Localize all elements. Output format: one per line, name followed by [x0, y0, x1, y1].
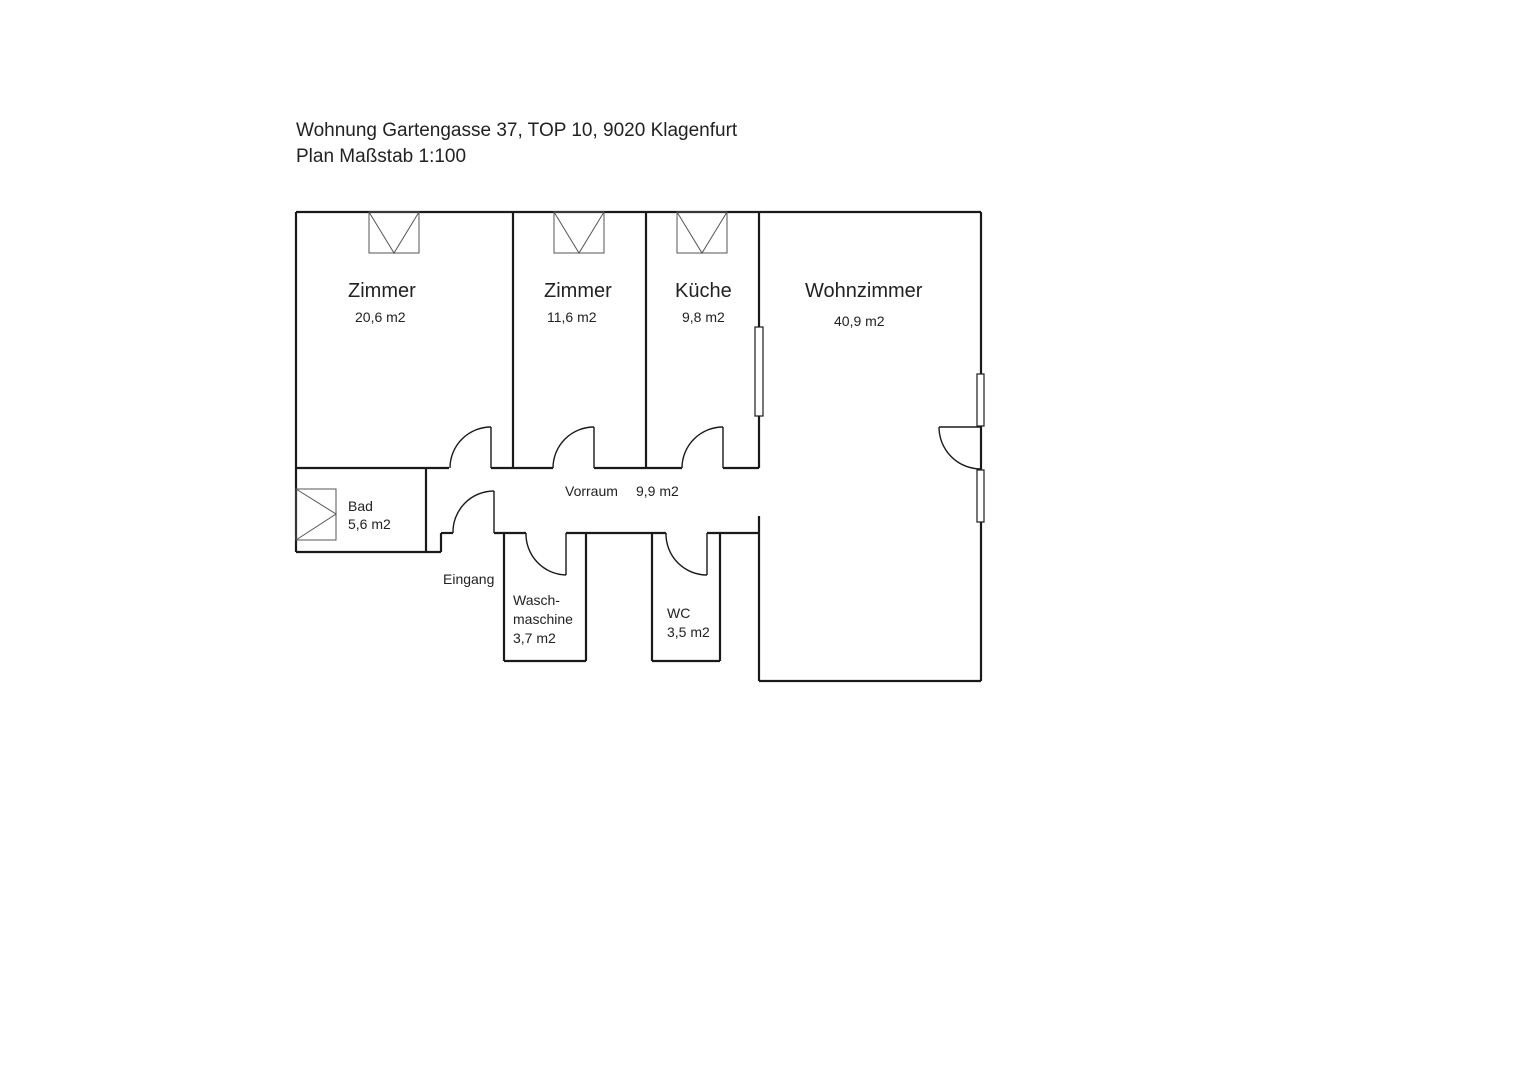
plan-address: Wohnung Gartengasse 37, TOP 10, 9020 Kla…: [296, 120, 738, 141]
plan-scale: Plan Maßstab 1:100: [296, 146, 467, 167]
room-kueche-name: Küche: [675, 280, 732, 302]
room-bad-area: 5,6 m2: [348, 516, 391, 532]
room-wc-area: 3,5 m2: [667, 624, 710, 640]
wall-windows: [754, 326, 985, 523]
room-zimmer-2-name: Zimmer: [544, 280, 612, 302]
room-kueche-area: 9,8 m2: [682, 309, 725, 325]
room-wc-name: WC: [667, 605, 691, 621]
room-zimmer-1-area: 20,6 m2: [355, 309, 406, 325]
room-waschmaschine-name-2: maschine: [513, 611, 573, 627]
room-vorraum-name: Vorraum: [565, 483, 618, 499]
room-zimmer-2-area: 11,6 m2: [547, 309, 597, 325]
entrance-label: Eingang: [443, 571, 495, 587]
roof-windows: [295, 211, 728, 541]
doors: [449, 426, 982, 576]
room-waschmaschine-area: 3,7 m2: [513, 630, 556, 646]
room-wohnzimmer-name: Wohnzimmer: [805, 280, 923, 302]
room-bad-name: Bad: [348, 498, 373, 514]
plan-title: Wohnung Gartengasse 37, TOP 10, 9020 Kla…: [296, 118, 737, 170]
walls: [294, 210, 983, 683]
room-waschmaschine-name-1: Wasch-: [513, 592, 560, 608]
room-zimmer-1-name: Zimmer: [348, 280, 416, 302]
room-wohnzimmer-area: 40,9 m2: [834, 313, 885, 329]
room-vorraum-area: 9,9 m2: [636, 483, 679, 499]
